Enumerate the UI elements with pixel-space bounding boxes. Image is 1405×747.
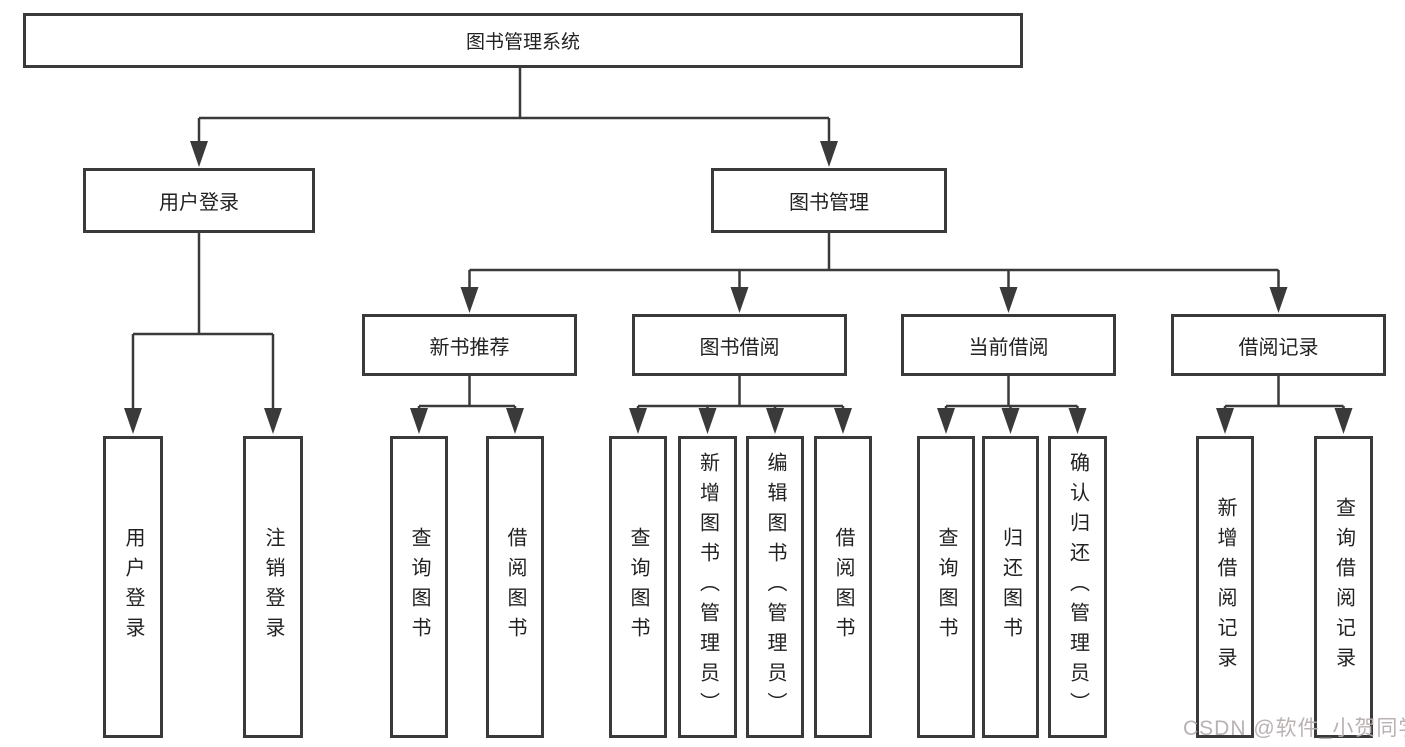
node-book-management-branch: 图书管理 bbox=[711, 168, 947, 233]
watermark: CSDN @软件_小贺同学 bbox=[1183, 717, 1405, 740]
node-new-book-recommend: 新书推荐 bbox=[362, 314, 577, 376]
node-borrowing-records: 借阅记录 bbox=[1171, 314, 1386, 376]
arrowheads bbox=[124, 141, 1353, 434]
node-leaf-return-book: 归还图书 bbox=[982, 436, 1039, 738]
node-leaf-logout: 注销登录 bbox=[243, 436, 303, 738]
node-leaf-confirm-return-admin: 确认归还（管理员） bbox=[1048, 436, 1107, 738]
node-leaf-query-books-recommend: 查询图书 bbox=[390, 436, 448, 738]
node-leaf-borrow-books: 借阅图书 bbox=[814, 436, 872, 738]
node-leaf-add-borrow-record: 新增借阅记录 bbox=[1196, 436, 1254, 738]
node-leaf-query-books-current: 查询图书 bbox=[917, 436, 975, 738]
node-user-login-branch: 用户登录 bbox=[83, 168, 315, 233]
node-leaf-edit-book-admin: 编辑图书（管理员） bbox=[746, 436, 804, 738]
node-leaf-user-login: 用户登录 bbox=[103, 436, 163, 738]
node-leaf-borrow-books-recommend: 借阅图书 bbox=[486, 436, 544, 738]
node-leaf-query-borrow-record: 查询借阅记录 bbox=[1314, 436, 1373, 738]
node-current-borrowing: 当前借阅 bbox=[901, 314, 1116, 376]
node-system-root: 图书管理系统 bbox=[23, 13, 1023, 68]
node-leaf-query-books-borrowing: 查询图书 bbox=[609, 436, 667, 738]
node-book-borrowing: 图书借阅 bbox=[632, 314, 847, 376]
node-leaf-add-book-admin: 新增图书（管理员） bbox=[678, 436, 737, 738]
